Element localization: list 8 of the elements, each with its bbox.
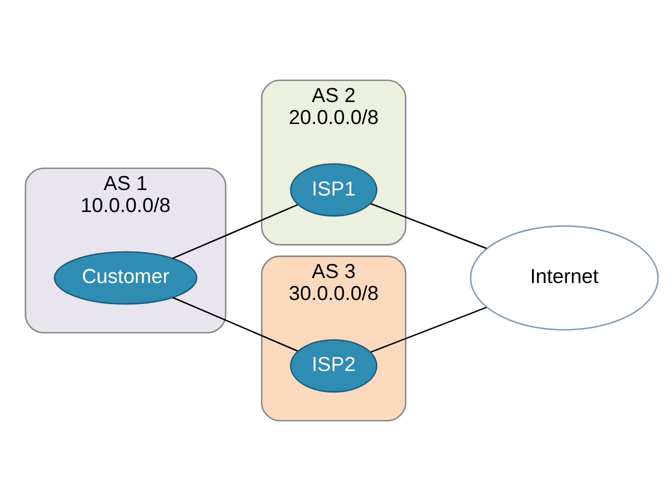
connector [370,202,487,249]
connector [370,306,487,352]
node-ellipse: ISP2 [290,338,378,392]
connector [172,204,298,259]
node-ellipse: Customer [54,250,198,304]
node-ellipse: Internet [470,224,659,330]
connector [172,296,298,352]
node-ellipse: ISP1 [290,162,378,216]
